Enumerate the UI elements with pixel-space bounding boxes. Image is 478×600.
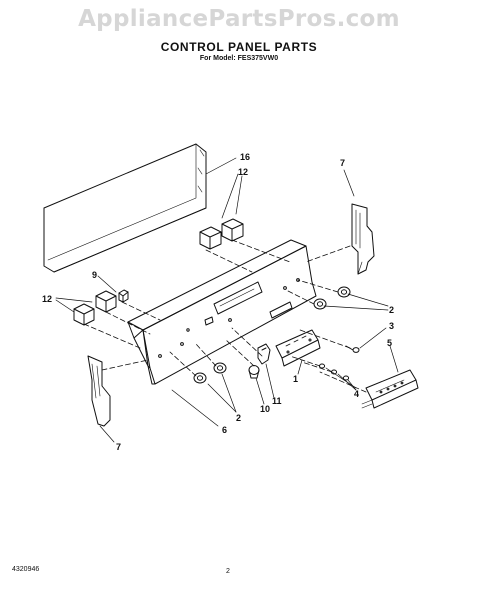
side-bracket-7-right xyxy=(351,203,375,275)
knob-pair-12-left xyxy=(73,290,117,326)
switch-housing-1 xyxy=(275,329,321,367)
clip-9 xyxy=(118,289,129,303)
grommets-2-bottom xyxy=(193,362,227,384)
callout-10: 10 xyxy=(260,404,270,414)
button-10 xyxy=(248,365,260,379)
callout-6: 6 xyxy=(222,425,227,435)
grommets-2-right xyxy=(313,286,351,310)
knob-pair-12-top xyxy=(199,218,244,250)
callout-3: 3 xyxy=(389,321,394,331)
page-title: CONTROL PANEL PARTS xyxy=(160,40,318,54)
side-bracket-7-left xyxy=(87,355,111,427)
page-number: 2 xyxy=(226,568,230,575)
screws-4 xyxy=(318,363,350,381)
callout-9: 9 xyxy=(92,270,97,280)
callout-4: 4 xyxy=(354,389,359,399)
leader-lines xyxy=(55,157,399,443)
callout-1: 1 xyxy=(293,374,298,384)
callout-12-left: 12 xyxy=(42,294,52,304)
model-subtitle: For Model: FES375VW0 xyxy=(199,55,279,62)
explode-lines xyxy=(83,239,367,393)
callout-12-top: 12 xyxy=(238,167,248,177)
callout-2-bottom: 2 xyxy=(236,413,241,423)
document-number: 4320946 xyxy=(12,566,40,573)
clip-11 xyxy=(257,343,271,365)
callout-7-bottom: 7 xyxy=(116,442,121,452)
back-panel-16 xyxy=(43,143,207,273)
callout-5: 5 xyxy=(387,338,392,348)
callout-labels: 16 12 7 9 12 2 3 5 4 1 11 10 2 6 7 xyxy=(42,152,394,452)
callout-16: 16 xyxy=(240,152,250,162)
watermark: AppliancePartsPros.com xyxy=(78,6,400,32)
control-panel-6 xyxy=(127,239,317,385)
circuit-board-5 xyxy=(361,369,419,409)
callout-7-top: 7 xyxy=(340,158,345,168)
callout-11: 11 xyxy=(272,396,282,406)
callout-2-right: 2 xyxy=(389,305,394,315)
